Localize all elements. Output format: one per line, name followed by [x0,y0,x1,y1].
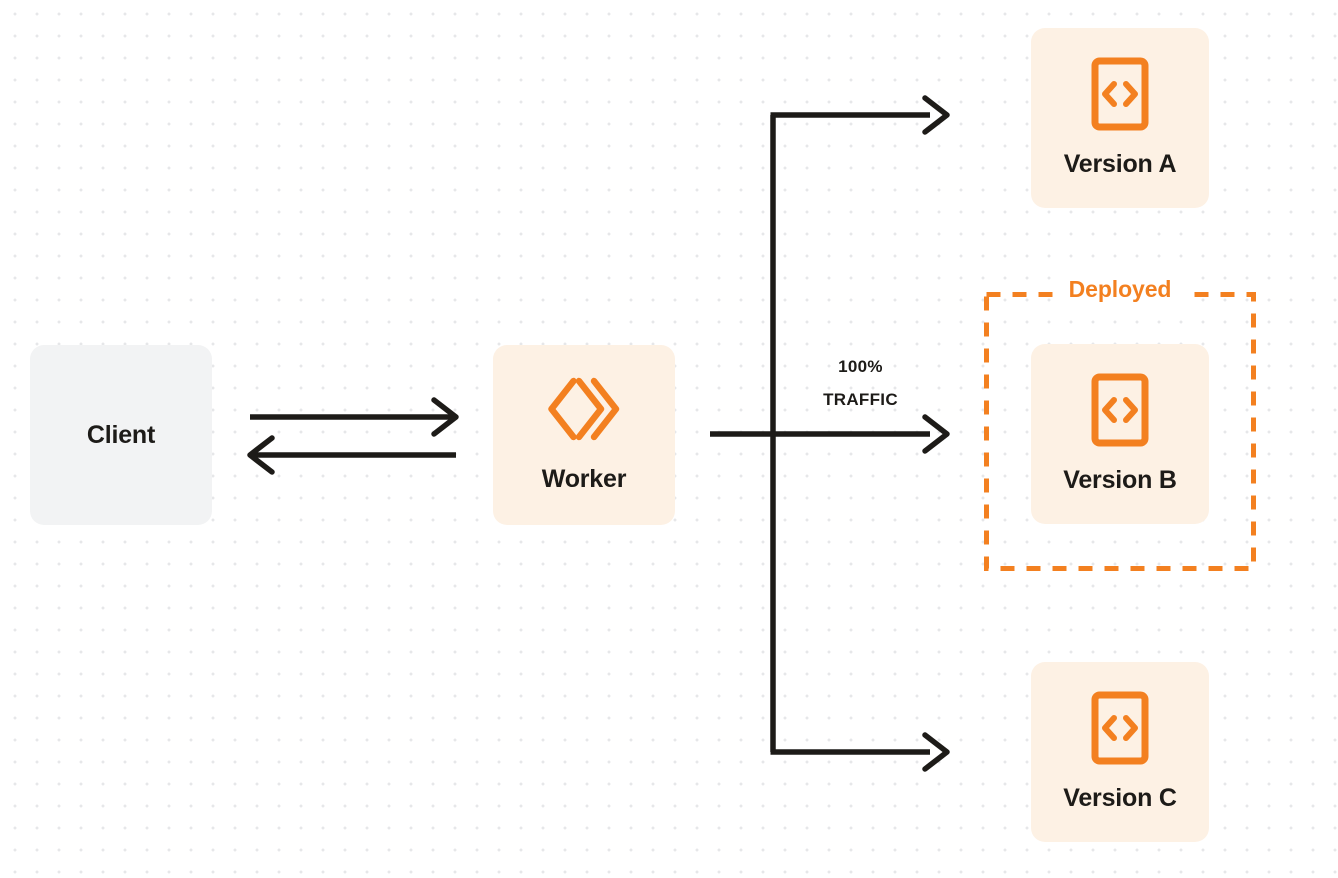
arrow-worker-to-version-a [770,95,950,135]
node-version-a[interactable]: Version A [1031,28,1209,208]
node-version-b[interactable]: Version B [1031,344,1209,524]
group-deployed: Deployed [984,276,1256,571]
arrow-client-to-worker [250,397,459,437]
code-file-icon [1091,57,1149,136]
node-worker-label: Worker [541,465,627,493]
arrow-worker-to-version-b [710,414,950,454]
code-file-icon [1091,373,1149,452]
node-client[interactable]: Client [30,345,212,525]
traffic-percent-value: 100% [838,357,883,376]
arrow-worker-to-version-c [770,732,950,772]
node-version-a-label: Version A [1063,150,1177,178]
cloudflare-workers-logo-icon [546,376,622,447]
node-version-c-label: Version C [1063,784,1177,812]
code-file-icon [1091,691,1149,770]
traffic-percent-label: 100% TRAFFIC [788,350,933,416]
node-version-b-label: Version B [1063,466,1177,494]
group-deployed-label: Deployed [1056,276,1184,303]
node-client-label: Client [86,420,156,449]
node-worker[interactable]: Worker [493,345,675,525]
traffic-percent-unit: TRAFFIC [823,390,898,410]
node-version-c[interactable]: Version C [1031,662,1209,842]
arrow-worker-to-client [247,435,456,475]
